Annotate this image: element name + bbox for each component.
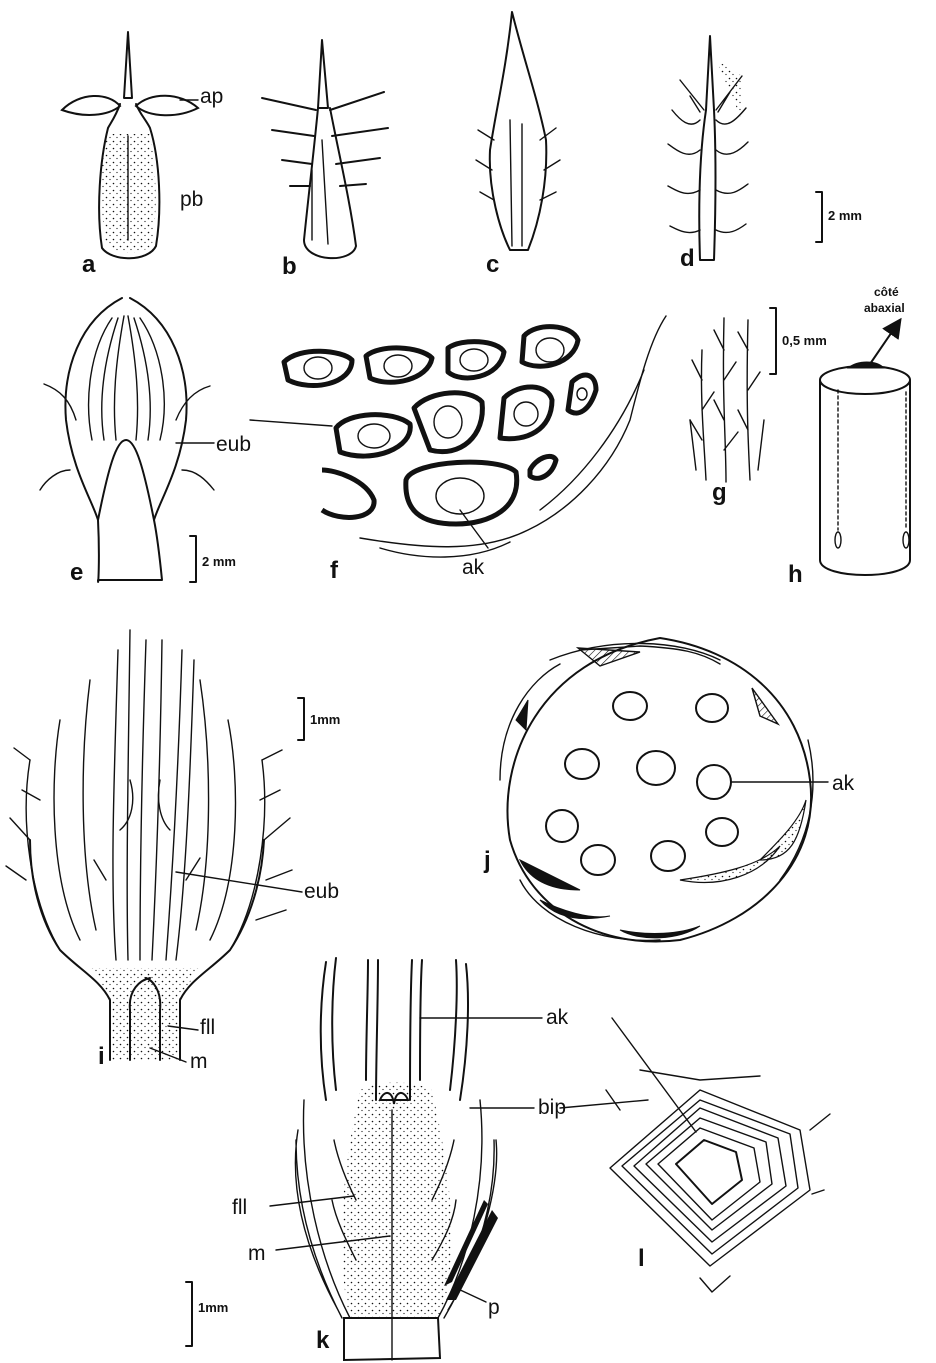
panel-letter-a: a [82,251,96,278]
scale-2mm-e: 2 mm [202,554,236,569]
panel-letter-g: g [712,479,727,506]
label-eub-i: eub [304,880,339,903]
label-ap: ap [200,85,223,108]
panel-letter-f: f [330,557,339,584]
label-m-k: m [248,1242,266,1265]
panel-a-bract [62,32,198,258]
label-ak-f: ak [462,556,485,579]
panel-b-bract [262,40,388,258]
label-fll-k: fll [232,1196,247,1219]
panel-letter-j: j [483,847,491,874]
panel-d-bract [668,36,748,260]
label-ak-j: ak [832,772,855,795]
panel-letter-h: h [788,561,803,588]
label-eub-e: eub [216,433,251,456]
label-p: p [488,1296,500,1319]
panel-letter-l: l [638,1245,645,1272]
scale-2mm-top: 2 mm [828,208,862,223]
panel-letter-k: k [316,1327,330,1354]
panel-g-pappus-hairs [690,318,764,482]
panel-h-cylinder [820,326,910,575]
scale-0-5mm-g: 0,5 mm [782,333,827,348]
label-m-i: m [190,1050,208,1073]
panel-letter-c: c [486,251,499,278]
label-cote: côté [874,285,899,299]
label-ak-k: ak [546,1006,569,1029]
panel-i-capitulum-section [6,630,292,1060]
panel-letter-d: d [680,245,695,272]
panel-letter-b: b [282,253,297,280]
panel-letter-i: i [98,1043,105,1070]
panel-e-capitulum-section [40,298,214,582]
scale-1mm-i: 1mm [310,712,340,727]
label-pb: pb [180,188,203,211]
panel-letter-e: e [70,559,83,586]
label-abaxial: abaxial [864,301,905,315]
panel-f-receptacle-section [284,316,666,557]
label-fll-i: fll [200,1016,215,1039]
scale-1mm-k: 1mm [198,1300,228,1315]
panel-c-bract [476,12,560,250]
panel-j-transverse-section [500,638,813,942]
